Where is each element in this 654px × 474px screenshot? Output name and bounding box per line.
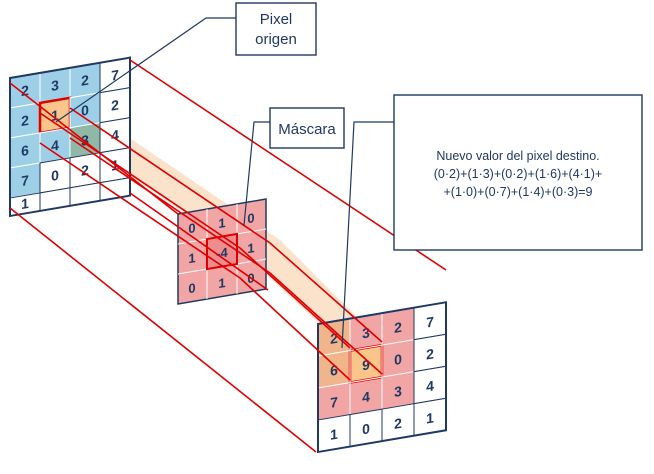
- source-grid: 2 3 2 7 2 1 0 2 6 4 3 4 7 0 2 1 1: [9, 56, 131, 218]
- mask-cell: 0: [247, 210, 254, 226]
- dest-cell-result: 9: [362, 356, 370, 373]
- source-cell: 3: [81, 132, 89, 149]
- formula-line-2: (0·2)+(1·3)+(0·2)+(1·6)+(4·1)+: [434, 167, 602, 181]
- source-cell: 2: [21, 82, 29, 99]
- source-cell: 2: [81, 72, 89, 89]
- source-cell: 0: [81, 102, 89, 119]
- mask-cell: 0: [188, 220, 195, 236]
- source-cell: 1: [21, 195, 29, 212]
- pixel-origen-label-2: origen: [255, 31, 297, 48]
- source-cell: 3: [51, 77, 59, 94]
- source-cell: 7: [21, 172, 29, 189]
- source-cell: 0: [51, 167, 59, 184]
- dest-cell: 2: [394, 319, 402, 336]
- source-cell: 7: [111, 67, 119, 84]
- mask-cell: 1: [247, 240, 254, 256]
- source-cell: 2: [111, 97, 119, 114]
- pixel-origen-box: [235, 2, 317, 56]
- source-cell: 4: [111, 127, 119, 144]
- mask-cell-center: -4: [216, 245, 228, 262]
- source-cell-origin: 1: [51, 107, 59, 124]
- callout-lines: [55, 17, 394, 349]
- dest-cell: 6: [330, 362, 338, 379]
- source-cell: 6: [21, 142, 29, 159]
- mask-cell: 1: [218, 275, 225, 291]
- formula-line-3: +(1·0)+(0·7)+(1·4)+(0·3)=9: [443, 185, 592, 199]
- destination-grid: 2 3 2 7 6 9 0 2 7 4 3 4 1 0 2 1: [317, 301, 447, 454]
- source-cell: 4: [51, 137, 59, 154]
- dest-cell: 1: [330, 426, 338, 443]
- source-cell: 2: [21, 112, 29, 129]
- mask-cell: 1: [188, 250, 195, 266]
- pixel-origen-label-1: Pixel: [260, 11, 293, 28]
- mascara-label: Máscara: [278, 121, 336, 138]
- dest-cell: 7: [426, 313, 434, 330]
- mascara-box: [269, 107, 345, 149]
- dest-cell: 2: [330, 330, 338, 347]
- dest-cell: 1: [426, 409, 434, 426]
- mask-cell: 0: [188, 280, 195, 296]
- dest-cell: 0: [394, 351, 402, 368]
- dest-cell: 3: [362, 324, 370, 341]
- dest-cell: 2: [394, 415, 402, 432]
- dest-cell: 7: [330, 394, 338, 411]
- dest-cell: 4: [426, 377, 434, 394]
- dest-cell: 2: [426, 345, 434, 362]
- dest-cell: 4: [362, 388, 370, 405]
- formula-line-1: Nuevo valor del pixel destino.: [436, 149, 599, 163]
- dest-cell: 3: [394, 383, 402, 400]
- formula-box: [393, 94, 643, 251]
- dest-cell: 0: [362, 420, 370, 437]
- source-cell: 2: [81, 162, 89, 179]
- mask-cell: 1: [218, 215, 225, 231]
